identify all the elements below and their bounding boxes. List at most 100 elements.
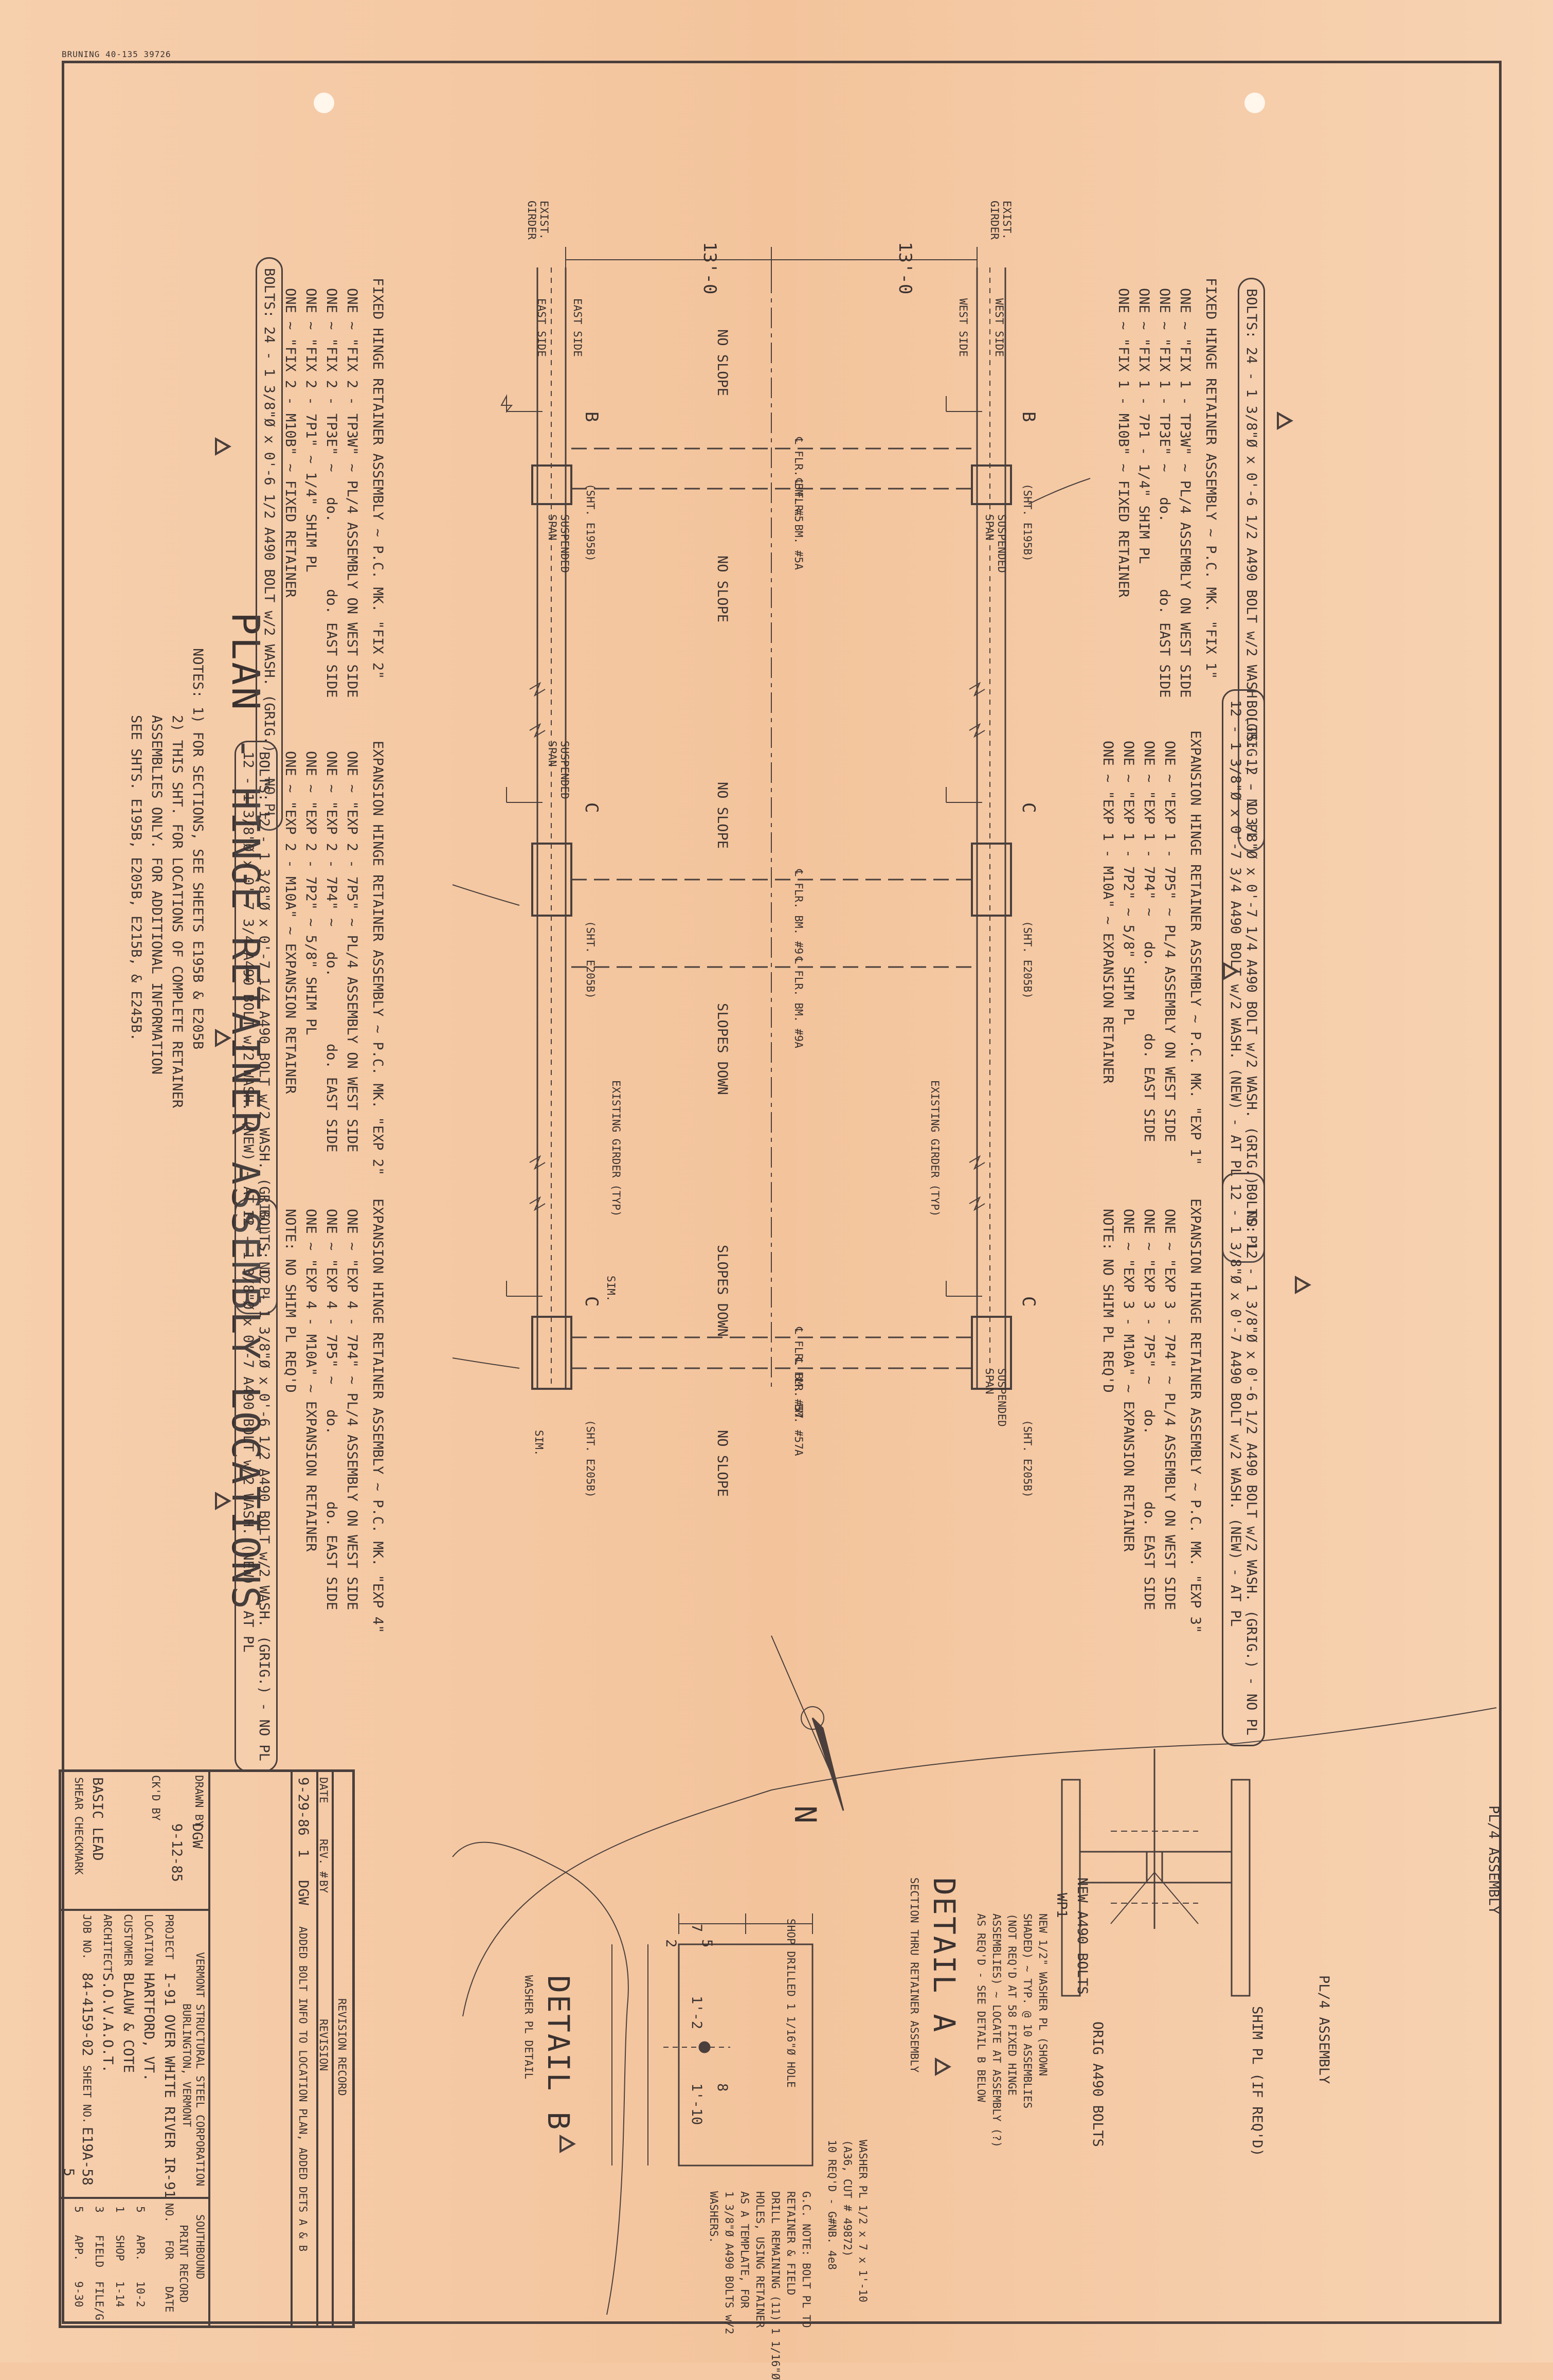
girder-label: EXIST. GIRDER (988, 201, 1013, 240)
revision-triangle: 1 (215, 1492, 231, 1510)
gc-note: 1 3/8"Ø A490 BOLTS w/2 (723, 2191, 735, 2335)
detail-a-title: DETAIL A (927, 1877, 962, 2034)
detail-b-dim: 2 (663, 1939, 679, 1948)
side-label: EAST SIDE (535, 298, 548, 357)
detail-b-dim: 1'-10 (689, 2083, 705, 2125)
dimension-label: 13'-0 (895, 242, 915, 295)
detail-b-title: DETAIL B (541, 1975, 576, 2132)
binding-hole (314, 93, 334, 113)
assembly-line: ONE ~ "FIX 2 - 7P1" ~ 1/4" SHIM PL (303, 288, 319, 572)
assembly-line: ONE ~ "FIX 1 - TP3W" ~ PL/4 ASSEMBLY ON … (1177, 288, 1193, 698)
assembly-line: ONE ~ "EXP 2 - 7P5" ~ PL/4 ASSEMBLY ON W… (344, 751, 360, 1153)
detail-a-note: NEW 1/2" WASHER PL (SHOWN (1037, 1913, 1049, 2077)
assembly-line: ONE ~ "EXP 4 - 7P5" ~ do. do. EAST SIDE (323, 1209, 339, 1610)
bolt-spec: BOLTS: 12 - 1 3/8"Ø x 0'-6 1/2 A490 BOLT… (1243, 1184, 1259, 1735)
gc-note: HOLES, USING RETAINER (754, 2191, 766, 2328)
gc-note: DRILL REMAINING (11) 1 1/16"Ø (769, 2191, 782, 2380)
section-cut: C (1018, 802, 1039, 813)
detail-a-label: NEW A490 BOLTS (1074, 1877, 1090, 1995)
revision-triangle: 1 (1223, 962, 1239, 980)
bolt-spec: BOLTS: 12 - 1 3/8"Ø x 0'-6 1/2 A490 BOLT… (256, 1209, 272, 1761)
note-line: SEE SHTS. E195B, E205B, E215B, & E245B. (128, 715, 144, 1041)
detail-b-washer: WASHER PL 1/2 x 7 x 1'-10 (857, 2140, 869, 2303)
detail-a-note: ASSEMBLIES) ~ LOCATE AT ASSEMBLY (?) (990, 1913, 1003, 2148)
detail-a-label: WP1 (1054, 1893, 1070, 1918)
assembly-line: ONE ~ "EXP 1 - 7P4" ~ do. do. EAST SIDE (1141, 741, 1157, 1142)
note-line: ASSEMBLIES ONLY. FOR ADDITIONAL INFORMAT… (149, 715, 165, 1075)
drawn-by-block: DRAWN BY DGW 9-12-85 CK'D BY BASIC LEAD … (60, 1771, 209, 1910)
suspended-span-label: SUSPENDED SPAN (983, 1368, 1008, 1427)
project-block: VERMONT STRUCTURAL STEEL CORPORATION BUR… (60, 1910, 209, 2198)
floor-beam-label: ℄ FLR. BM. #57A (792, 1358, 805, 1456)
assembly-line: ONE ~ "FIX 2 - M10B" ~ FIXED RETAINER (282, 288, 298, 598)
detail-b-dim: 8 (714, 2083, 730, 2092)
paper-code: BRUNING 40-135 39726 (62, 49, 171, 59)
assembly-line: ONE ~ "EXP 2 - 7P4" ~ do. do. EAST SIDE (323, 751, 339, 1153)
north-label: N (788, 1805, 823, 1825)
assembly-line: ONE ~ "EXP 3 - 7P4" ~ PL/4 ASSEMBLY ON W… (1162, 1209, 1178, 1610)
detail-b-dim: 1'-2 (689, 1996, 705, 2030)
existing-girder-label: EXISTING GIRDER (TYP) (929, 1080, 941, 1217)
gc-note: RETAINER & FIELD (785, 2191, 797, 2296)
bolt-spec: BOLTS: 24 - 1 3/8"Ø x 0'-6 1/2 A490 BOLT… (261, 268, 277, 820)
revision-triangle: 1 (215, 437, 231, 456)
section-cut: C (581, 802, 602, 813)
suspended-span-label: SUSPENDED SPAN (983, 514, 1008, 573)
detail-b-washer: (A36, CUT # 49872) (841, 2140, 854, 2257)
note-line: 2) THIS SHT. FOR LOCATIONS OF COMPLETE R… (169, 715, 185, 1108)
blank-rev-rows (209, 1771, 292, 2327)
gc-note: AS A TEMPLATE, FOR (738, 2191, 751, 2309)
revision-triangle: 1 (935, 2057, 951, 2076)
assembly-line: ONE ~ "EXP 2 - M10A" ~ EXPANSION RETAINE… (282, 751, 298, 1094)
revision-col-heads: DATE REV. # BY REVISION (317, 1771, 333, 2327)
sheet-border (62, 61, 1502, 2324)
bolt-spec: 12 - 1 3/8"Ø x 0'-7 A490 BOLT w/2 WASH. … (1227, 1184, 1243, 1627)
assembly-line: ONE ~ "FIX 1 - TP3E" ~ do. do. EAST SIDE (1157, 288, 1172, 698)
detail-b-washer: 10 REQ'D - G#NB. 4e8 (826, 2140, 838, 2270)
section-cut: C (1018, 1296, 1039, 1307)
bolt-spec: 12 - 1 3/8"Ø x 0'-7 A490 BOLT w/2 WASH. … (240, 1209, 256, 1653)
assembly-line: ONE ~ "EXP 4 - M10A" ~ EXPANSION RETAINE… (303, 1209, 319, 1552)
existing-girder-label: EXISTING GIRDER (TYP) (610, 1080, 622, 1217)
floor-beam-label: ℄ FLR. BM. #9A (792, 957, 805, 1048)
assembly-line: NOTE: NO SHIM PL REQ'D (282, 1209, 298, 1393)
section-cut: B (1018, 411, 1039, 422)
revision-record-header: REVISION RECORD (333, 1771, 353, 2327)
assembly-title: FIXED HINGE RETAINER ASSEMBLY ~ P.C. MK.… (1203, 278, 1219, 679)
slope-label: NO SLOPE (714, 329, 730, 397)
detail-b-hole: SHOP DRILLED 1 1/16"Ø HOLE (785, 1919, 797, 2088)
assembly-title: EXPANSION HINGE RETAINER ASSEMBLY ~ P.C.… (370, 741, 386, 1176)
bolt-spec: BOLTS: 12 - 1 3/8"Ø x 0'-7 1/4 A490 BOLT… (1243, 700, 1259, 1252)
assembly-line: ONE ~ "EXP 1 - 7P5" ~ PL/4 ASSEMBLY ON W… (1162, 741, 1178, 1142)
detail-a-note: (NOT REQ'D AT 58 FIXED HINGE (1006, 1913, 1018, 2096)
assembly-title: EXPANSION HINGE RETAINER ASSEMBLY ~ P.C.… (1187, 1198, 1203, 1634)
bolt-bubble-exp4: BOLTS: 12 - 1 3/8"Ø x 0'-6 1/2 A490 BOLT… (234, 1198, 278, 1772)
bolt-bubble-exp3: BOLTS: 12 - 1 3/8"Ø x 0'-6 1/2 A490 BOLT… (1222, 1173, 1265, 1746)
note-line: NOTES: 1) FOR SECTIONS, SEE SHEETS E195B… (190, 648, 206, 1050)
assembly-title: EXPANSION HINGE RETAINER ASSEMBLY ~ P.C.… (370, 1198, 386, 1634)
suspended-span-label: SUSPENDED SPAN (546, 741, 571, 799)
revision-row: 9-29-86 1 DGW ADDED BOLT INFO TO LOCATIO… (292, 1771, 317, 2327)
side-label: WEST SIDE (957, 298, 969, 357)
detail-a-label: PL/4 ASSEMBLY (1316, 1975, 1332, 2084)
assembly-title: EXPANSION HINGE RETAINER ASSEMBLY ~ P.C.… (1187, 730, 1203, 1166)
revision-triangle: 1 (215, 1029, 231, 1047)
section-cut: C (581, 1296, 602, 1307)
floor-beam-label: ℄ FLR. BM. #5A (792, 478, 805, 570)
assembly-line: ONE ~ "FIX 2 - TP3E" ~ do. do. EAST SIDE (323, 288, 339, 698)
section-ref: (SHT. E205B) (1021, 921, 1034, 999)
girder-label: EXIST. GIRDER (526, 201, 550, 240)
detail-a-note: SHADED) ~ TYP. @ 10 ASSEMBLIES (1021, 1913, 1034, 2109)
detail-b-dim: 5 (699, 1939, 715, 1948)
slope-label: SLOPES DOWN (714, 1003, 730, 1095)
slope-label: NO SLOPE (714, 1430, 730, 1497)
section-ref: (SHT. E205B) (584, 921, 597, 999)
slope-label: NO SLOPE (714, 556, 730, 623)
floor-beam-label: ℄ FLR. BM. #9 (792, 869, 805, 955)
assembly-line: ONE ~ "EXP 1 - M10A" ~ EXPANSION RETAINE… (1100, 741, 1116, 1084)
dimension-label: 13'-0 (699, 242, 720, 295)
revision-triangle: 1 (1277, 411, 1293, 430)
